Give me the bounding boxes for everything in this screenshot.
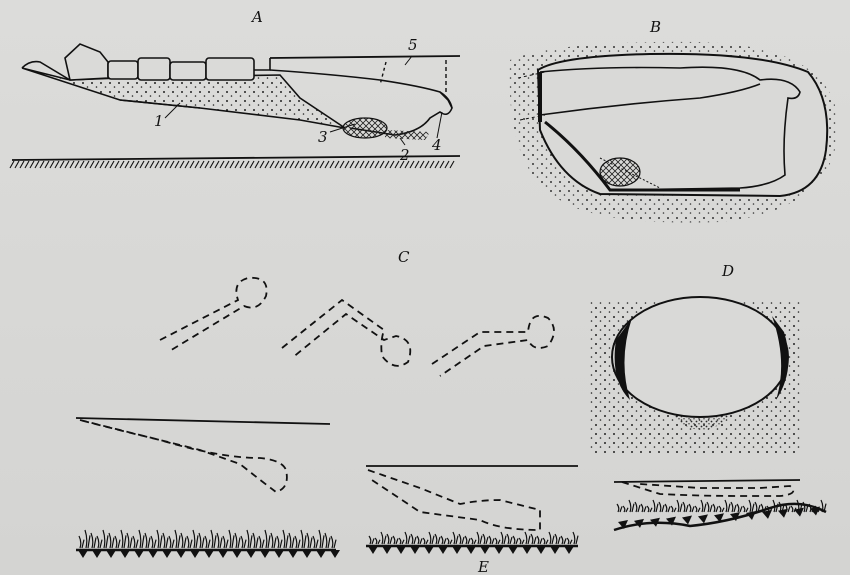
panel-d-label: D [721, 262, 734, 280]
egg-cluster [600, 158, 640, 186]
block [170, 62, 206, 80]
label-4: 4 [431, 136, 442, 154]
panel-e-label: E [477, 558, 489, 575]
panel-a-label: A [250, 8, 263, 26]
block [65, 44, 108, 80]
label-3: 3 [318, 128, 328, 146]
egg-mass [343, 118, 387, 138]
panel-a: A 1 2 3 4 5 [10, 8, 460, 168]
panel-b-label: B [649, 18, 661, 36]
block [108, 61, 138, 79]
panel-b: B [510, 18, 838, 223]
label-1: 1 [154, 112, 164, 130]
outer-outline [538, 54, 827, 196]
panel-e: E [76, 500, 826, 575]
label-5: 5 [408, 36, 418, 54]
block [138, 58, 170, 80]
panel-c-label: C [398, 248, 410, 266]
block [206, 58, 254, 80]
egg-chamber [612, 297, 788, 417]
panel-d: D [590, 262, 800, 455]
